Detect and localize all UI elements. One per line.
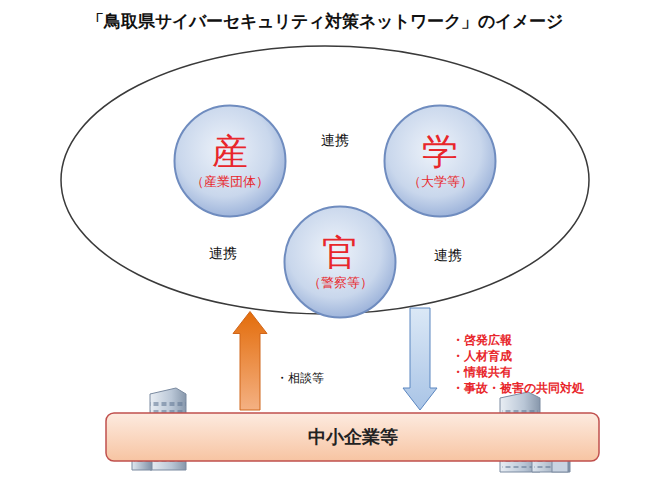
sector-circle: 産（産業団体） (173, 104, 287, 218)
node-text-box: 官（警察等） (283, 205, 397, 319)
network-ellipse: 産（産業団体） 学（大学等） 官（警察等） (60, 45, 590, 315)
edge-label: ・相談等 (273, 370, 327, 387)
company-band: 中小企業等 (105, 412, 600, 462)
node-heading: 中小企業等 (308, 425, 398, 449)
service-item: ・事故・被害の共同対処 (452, 380, 584, 397)
node-heading: 産 (212, 131, 248, 173)
service-item: ・人材育成 (452, 348, 512, 365)
node-heading: 官 (322, 232, 358, 274)
node-text-box: 学（大学等） (383, 104, 497, 218)
consult-arrow (233, 312, 267, 411)
node-heading: 学 (422, 131, 458, 173)
sector-circle: 学（大学等） (383, 104, 497, 218)
service-item: ・情報共有 (452, 364, 512, 381)
node-text-box: 産（産業団体） (173, 104, 287, 218)
sector-circle: 官（警察等） (283, 205, 397, 319)
node-text-box: 中小企業等 (105, 412, 600, 462)
provide-arrow (403, 308, 437, 410)
node-subtext: （警察等） (308, 274, 373, 292)
edge-label: 連携 (318, 132, 352, 150)
node-subtext: （大学等） (408, 173, 473, 191)
edge-label: 連携 (206, 245, 240, 263)
service-item: ・啓発広報 (452, 332, 512, 349)
node-subtext: （産業団体） (191, 173, 269, 191)
edge-label: 連携 (431, 247, 465, 265)
diagram-title: 「鳥取県サイバーセキュリティ対策ネットワーク」のイメージ (0, 10, 650, 33)
